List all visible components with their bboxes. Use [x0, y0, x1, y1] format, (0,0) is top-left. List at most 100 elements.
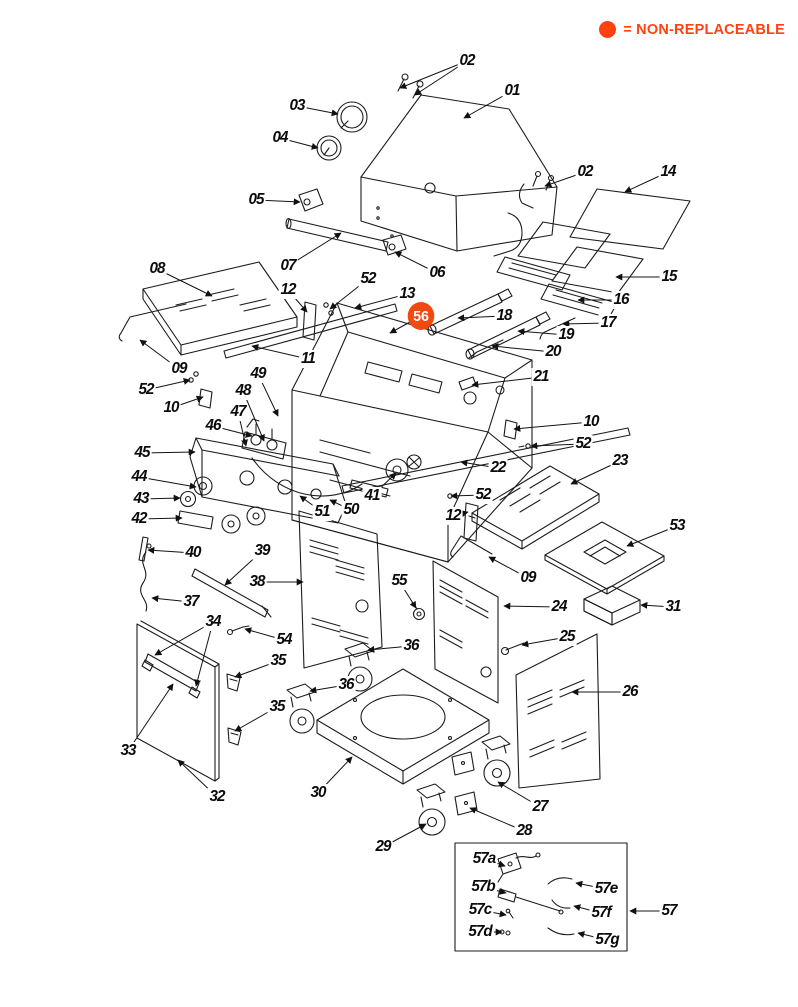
leader-line-52 [450, 492, 484, 500]
leader-line-08 [156, 268, 213, 297]
leader-line-22 [460, 459, 499, 469]
leader-line-27 [497, 781, 541, 808]
leader-line-19 [517, 328, 567, 336]
leader-line-06 [394, 251, 438, 274]
handle-07 [285, 217, 389, 252]
leader-line-44 [138, 476, 197, 490]
rod-40 [138, 536, 149, 562]
leader-line-23 [570, 460, 621, 485]
leader-line-40 [147, 546, 194, 554]
leader-line-25 [521, 636, 568, 648]
leader-line-28 [469, 807, 525, 832]
bracket-10b [503, 419, 518, 440]
wire-57g [547, 927, 575, 936]
leader-line-10 [513, 421, 592, 432]
screw-52c-icon [518, 443, 531, 449]
hardware-box-57 [454, 842, 628, 952]
wheel-41 [385, 454, 422, 482]
rail-39 [191, 568, 272, 618]
door-32 [136, 620, 220, 782]
crossbar-11 [223, 303, 398, 359]
leader-line-10 [170, 395, 204, 409]
bezel-03 [336, 101, 368, 133]
side-panel-26 [515, 633, 601, 789]
leader-line-02 [399, 60, 468, 89]
leader-line-36 [309, 684, 347, 694]
control-panel-45 [189, 437, 347, 534]
leader-line-57e [575, 880, 607, 890]
leader-line-39 [224, 550, 263, 586]
leader-line-02 [544, 171, 586, 188]
electrode-17 [539, 317, 576, 340]
leader-line-32 [177, 759, 218, 798]
warming-rack-14 [569, 188, 691, 250]
rear-panel-24 [432, 560, 499, 704]
leader-line-52 [329, 278, 369, 310]
leader-line-52 [145, 377, 191, 391]
bottom-panel-30 [316, 668, 490, 785]
wire-57e [547, 877, 573, 885]
legend: = NON-REPLACEABLE [599, 21, 785, 38]
leader-line-36 [367, 645, 412, 653]
leader-line-34 [194, 621, 214, 687]
bracket-06 [382, 234, 407, 256]
leader-line-11 [251, 344, 309, 360]
leader-line-41 [371, 472, 397, 497]
leader-line-14 [624, 171, 669, 193]
panel-53 [544, 521, 665, 595]
leader-line-57a [483, 858, 506, 868]
grease-tray-31 [583, 585, 641, 626]
leader-line-45 [141, 448, 196, 456]
screws-52a-icon [323, 302, 334, 316]
leader-line-02 [414, 60, 468, 96]
leader-line-21 [471, 376, 542, 388]
leader-line-48 [242, 390, 265, 442]
leader-line-17 [562, 320, 609, 328]
leader-line-49 [257, 373, 279, 417]
legend-text: = NON-REPLACEABLE [623, 21, 785, 38]
leader-line-57g [577, 931, 608, 941]
leader-line-35 [234, 660, 279, 679]
leader-line-12 [287, 289, 308, 313]
leader-line-01 [463, 90, 513, 119]
leader-line-07 [287, 232, 342, 267]
leader-line-30 [317, 756, 353, 794]
leader-line-56 [389, 315, 422, 334]
screw-25-icon [500, 642, 525, 656]
leader-line-42 [138, 514, 183, 522]
igniter-57a [497, 852, 541, 883]
side-shelf-08 [142, 261, 298, 356]
leader-line-33 [127, 683, 174, 752]
hose-50-51 [251, 457, 363, 497]
leader-line-31 [640, 601, 674, 609]
leader-line-53 [626, 525, 678, 547]
leader-line-34 [154, 621, 214, 656]
wire-09b [450, 535, 493, 558]
leader-line-47 [237, 411, 248, 447]
leader-line-50 [329, 499, 352, 511]
wire-09 [118, 303, 187, 342]
leader-line-35 [234, 706, 278, 732]
leader-line-57f [573, 904, 602, 914]
leader-line-18 [457, 314, 505, 322]
leader-line-20 [491, 343, 554, 353]
leader-line-29 [382, 823, 427, 848]
non-replaceable-dot-icon [599, 21, 617, 38]
hinge-12 [302, 301, 317, 341]
leader-line-24 [503, 602, 560, 610]
clip-05 [298, 188, 324, 212]
back-panel-38 [298, 510, 383, 669]
lid-01 [360, 94, 558, 257]
leader-line-57b [482, 886, 507, 895]
leader-line-04 [279, 137, 319, 150]
electrode-20 [468, 339, 504, 359]
leader-line-55 [398, 580, 417, 609]
leader-line-13 [354, 293, 408, 310]
leader-line-54 [244, 627, 285, 641]
leader-line-09 [139, 339, 180, 370]
leader-line-52 [530, 442, 584, 450]
leader-line-09 [488, 556, 529, 579]
leader-line-51 [299, 495, 323, 513]
